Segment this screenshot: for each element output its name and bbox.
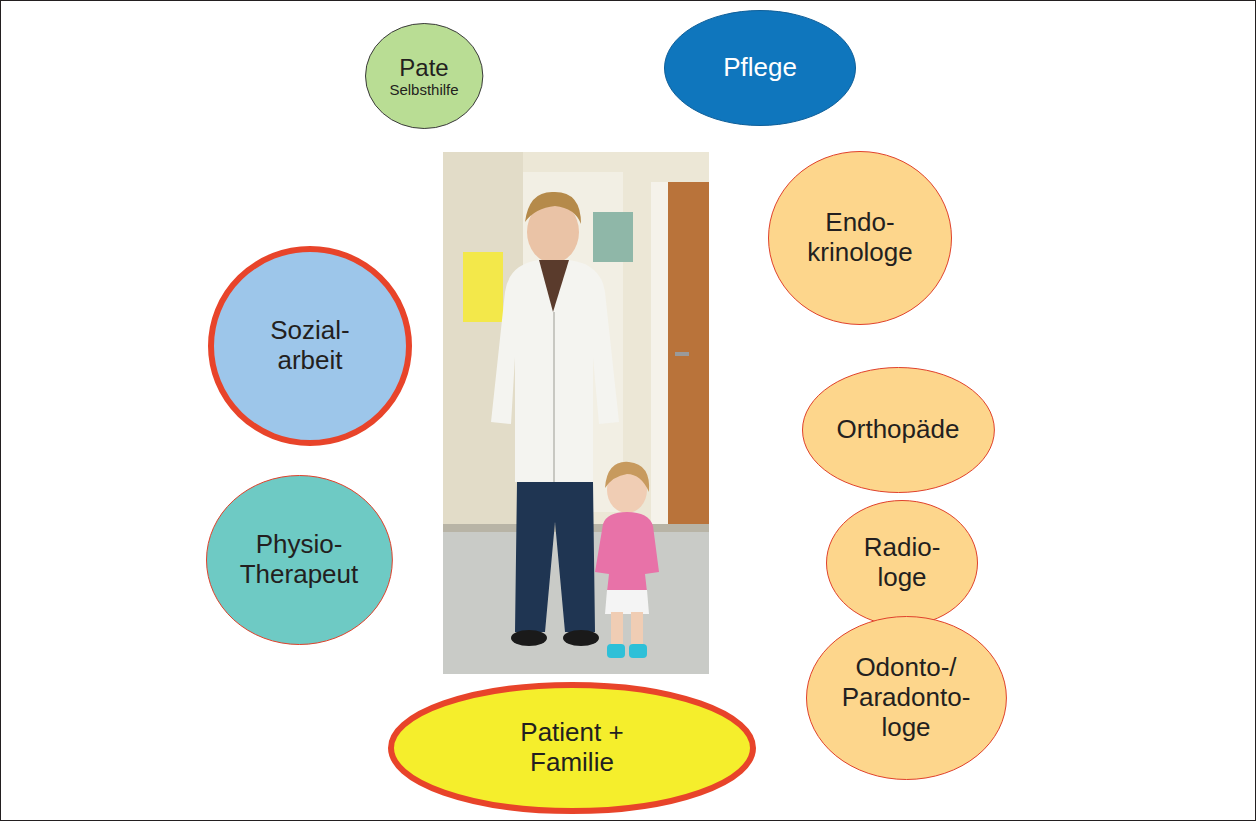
node-text: Odonto-/ Paradonto- loge [832, 653, 980, 743]
node-text: Sozial- arbeit [250, 316, 370, 376]
node-text: Endo- krinologe [785, 208, 935, 268]
photo-illustration [443, 152, 709, 674]
role-ellipse: Odonto-/ Paradonto- loge [806, 616, 1007, 780]
role-ellipse: Sozial- arbeit [208, 246, 412, 446]
node-text: Physio- Therapeut [229, 530, 369, 590]
node-text: Orthopäde [823, 415, 973, 445]
node-text: Radio- loge [856, 533, 948, 593]
role-ellipse: Endo- krinologe [768, 151, 952, 325]
role-ellipse: Physio- Therapeut [206, 475, 393, 645]
node-text: Selbsthilfe [376, 81, 472, 98]
role-ellipse: Orthopäde [802, 367, 995, 493]
node-text: Patient + Familie [497, 718, 647, 778]
role-ellipse: Patient + Familie [388, 682, 756, 814]
node-text: Pflege [690, 53, 830, 83]
role-ellipse: Pflege [664, 10, 856, 126]
node-text: Pate [379, 54, 469, 82]
role-ellipse: Radio- loge [826, 500, 978, 626]
role-ellipse: PateSelbsthilfe [365, 23, 483, 129]
